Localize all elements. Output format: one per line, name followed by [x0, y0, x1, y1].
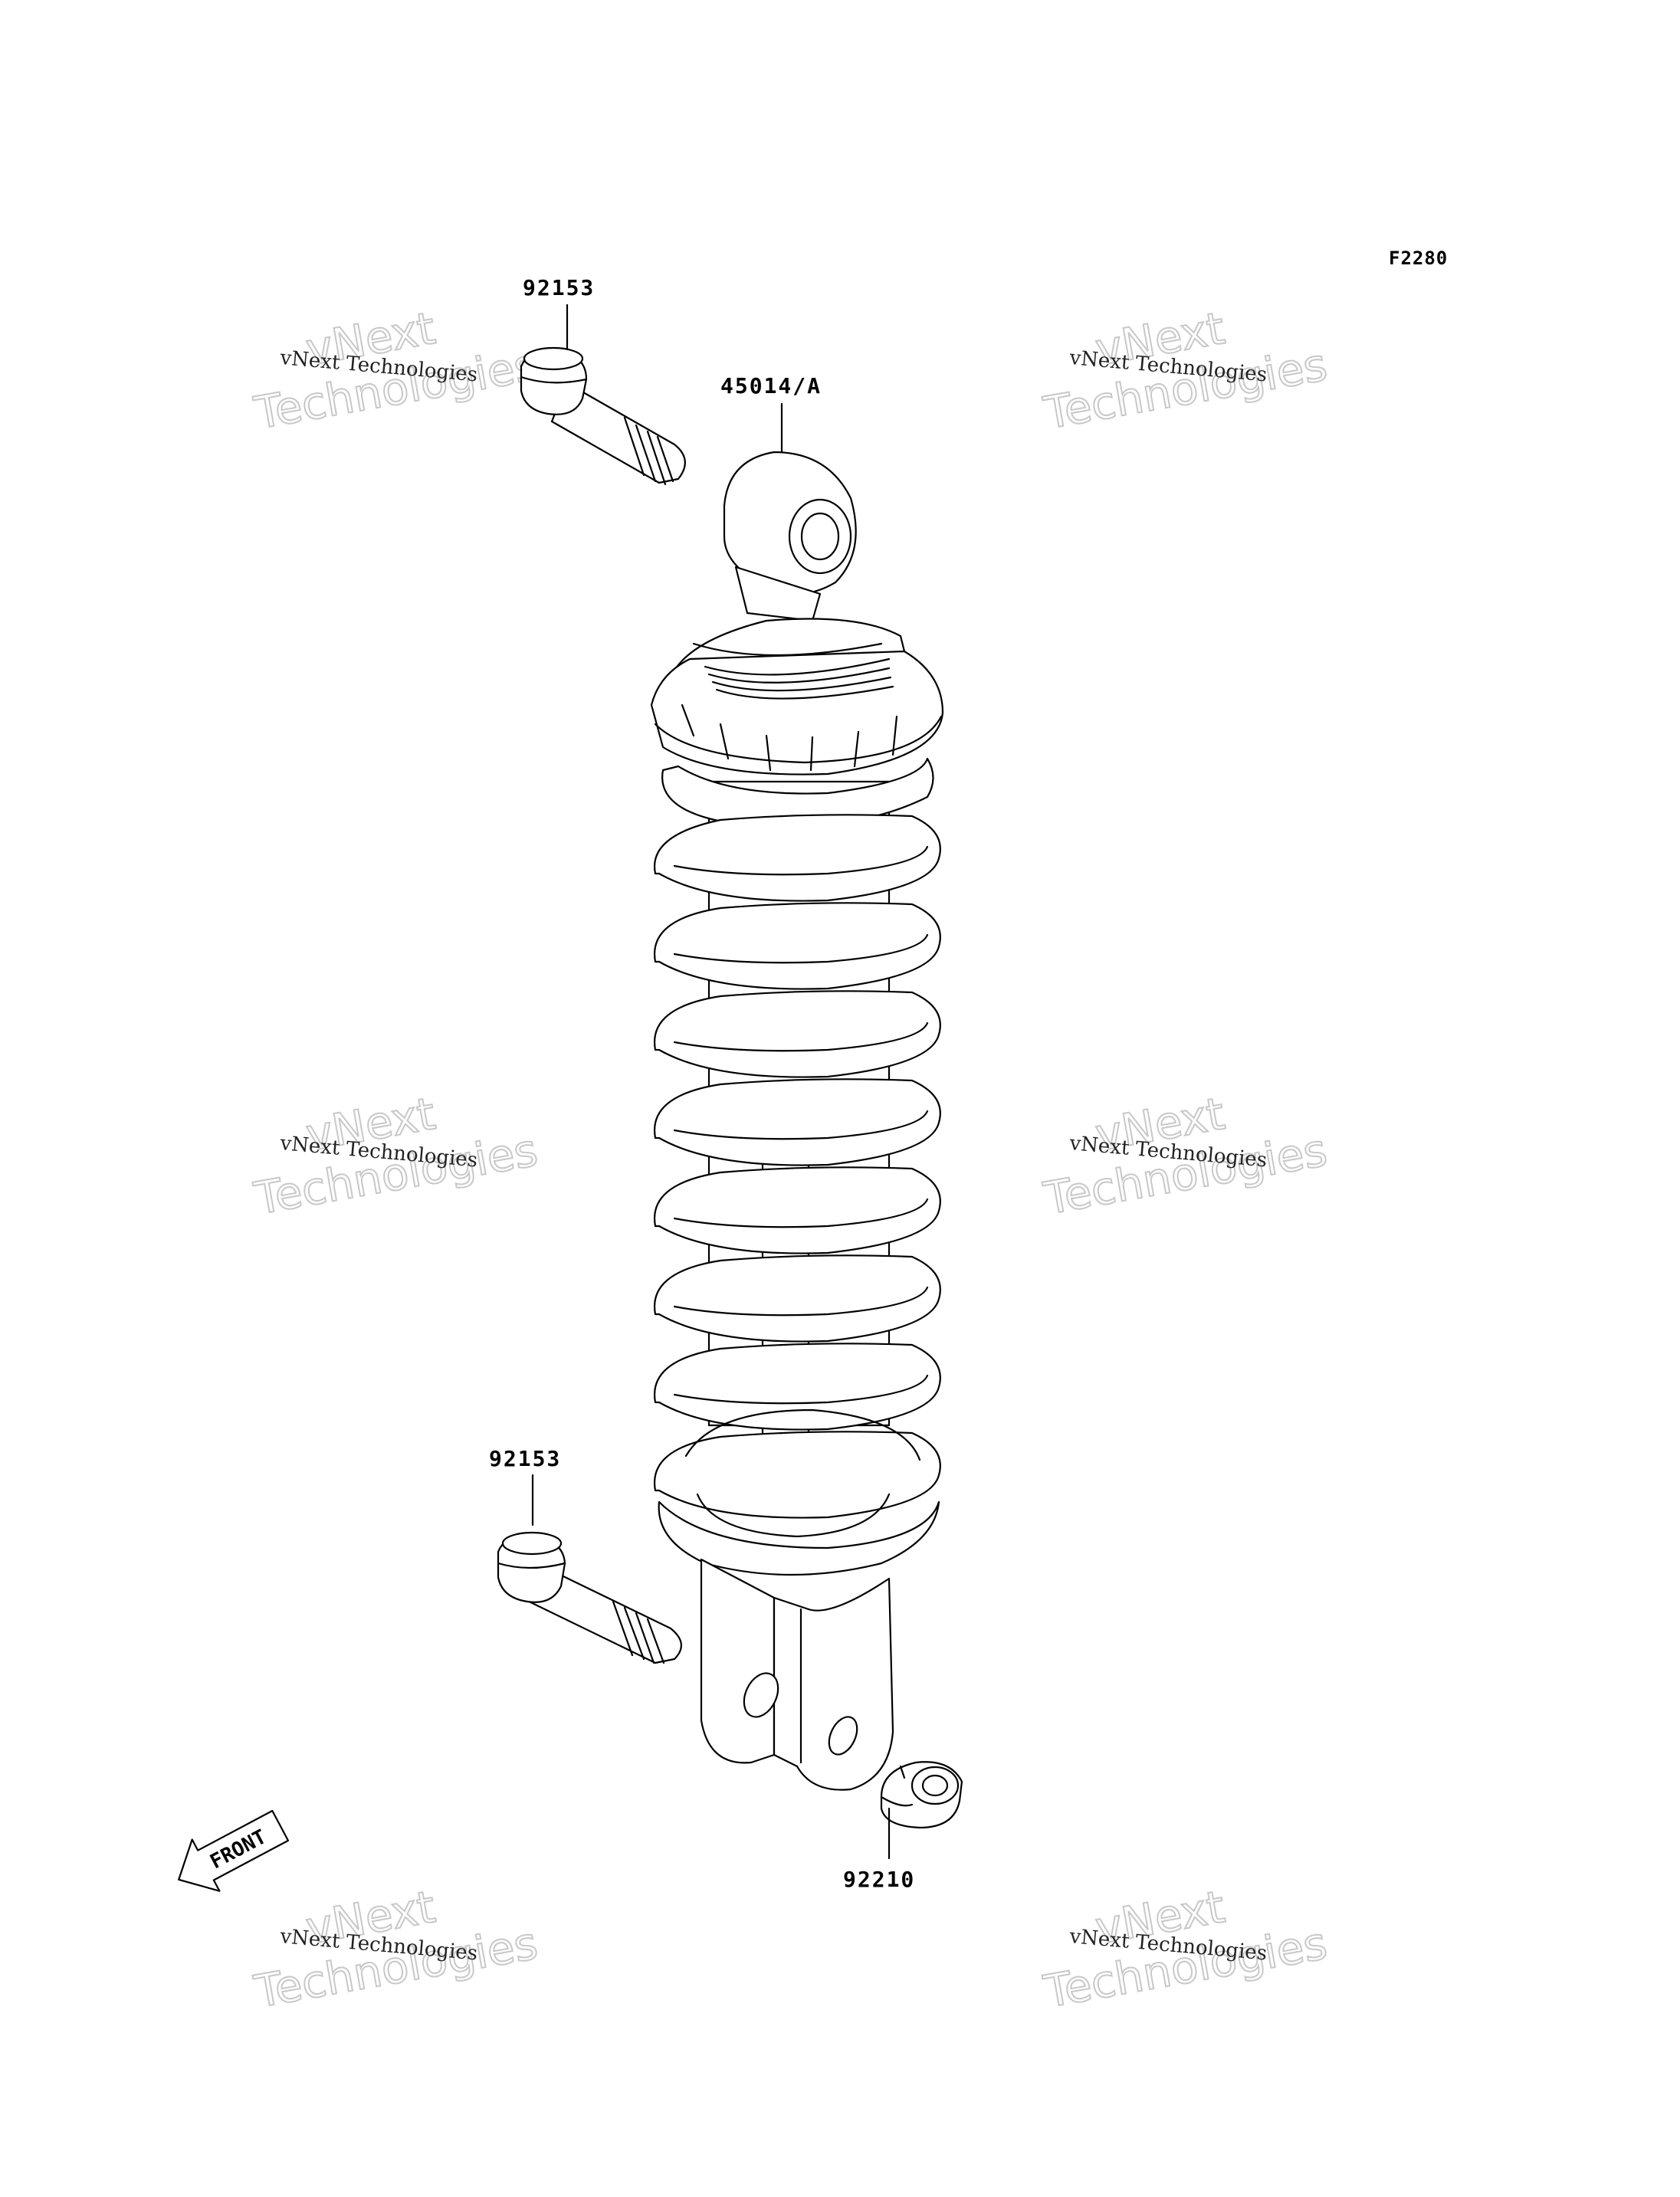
adjuster-ring	[650, 650, 944, 776]
label-lower-bolt: 92153	[489, 1446, 561, 1471]
front-arrow: FRONT	[178, 1809, 290, 1892]
bolt-shank	[520, 1562, 682, 1664]
lower-clevis-left	[700, 1558, 776, 1764]
nut[interactable]: 92210	[843, 1761, 963, 1892]
label-upper-bolt: 92153	[523, 275, 595, 300]
label-nut: 92210	[843, 1867, 915, 1892]
bolt-shank	[550, 382, 686, 484]
upper-bolt[interactable]: 92153	[520, 275, 686, 486]
label-shock-absorber: 45014/A	[720, 373, 822, 398]
arrow-icon	[178, 1809, 290, 1892]
coil-spring	[653, 757, 941, 1519]
clevis-hole	[828, 1716, 858, 1756]
figure-code: F2280	[1389, 248, 1448, 269]
lower-clevis-right	[773, 1577, 894, 1791]
shock-absorber[interactable]: 45014/A	[650, 373, 944, 1791]
lower-bolt[interactable]: 92153	[489, 1446, 682, 1664]
clevis-hole	[743, 1672, 779, 1718]
